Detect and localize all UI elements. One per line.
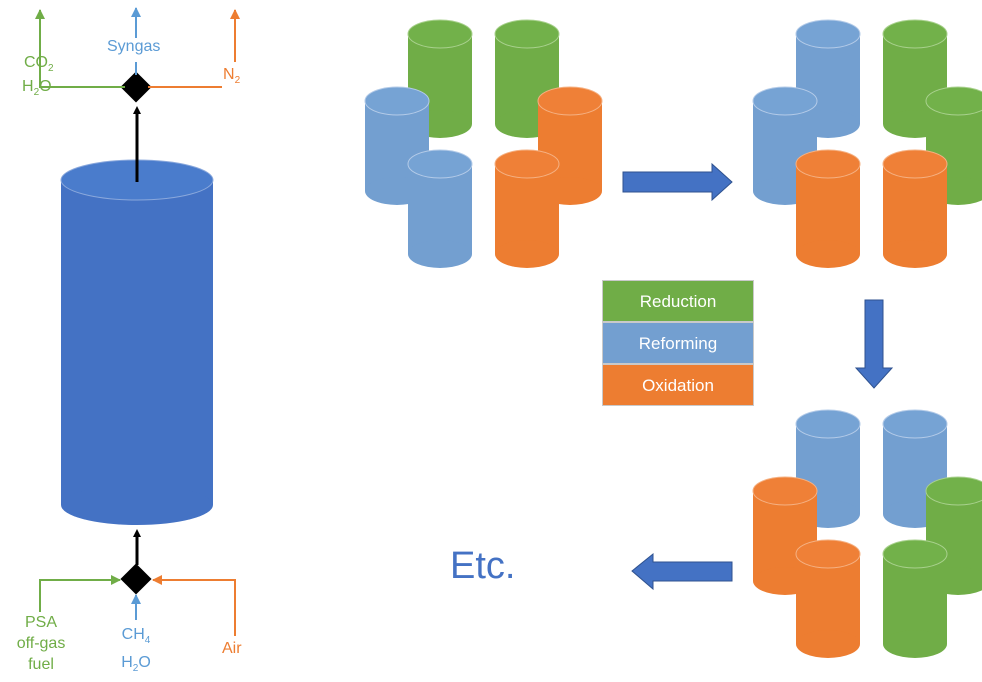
cylinder-orange xyxy=(795,539,861,658)
cylinder-orange xyxy=(494,149,560,268)
ch4-h2o-label: CH4 H2O xyxy=(106,626,166,678)
psa-label-line1: PSA xyxy=(24,614,57,631)
legend: Reduction Reforming Oxidation xyxy=(602,280,754,406)
psa-label-line2: off-gas xyxy=(16,635,66,652)
syngas-label: Syngas xyxy=(107,38,161,55)
main-reactor-cylinder xyxy=(60,159,214,525)
reactor-states xyxy=(364,19,982,658)
cylinder-blue xyxy=(407,149,473,268)
reactor-group-3 xyxy=(752,409,982,658)
co2-h2o-outlet-line xyxy=(35,9,62,88)
psa-label-line3: fuel xyxy=(28,656,54,673)
psa-label: PSA off-gas fuel xyxy=(6,614,76,674)
etc-label: Etc. xyxy=(450,545,516,587)
arrow-left xyxy=(631,552,733,591)
co2-label: CO2 xyxy=(24,54,54,75)
legend-oxidation: Oxidation xyxy=(602,364,754,406)
bottom-valve-diamond xyxy=(120,563,152,595)
legend-reforming: Reforming xyxy=(602,322,754,364)
reactor-group-1 xyxy=(364,19,603,268)
legend-reduction: Reduction xyxy=(602,280,754,322)
air-inlet-line xyxy=(152,575,236,636)
air-label: Air xyxy=(222,640,242,657)
cylinder-orange xyxy=(882,149,948,268)
ch4-label: CH4 xyxy=(121,626,151,647)
n2-label: N2 xyxy=(223,66,241,87)
cylinder-green xyxy=(882,539,948,658)
psa-inlet-line xyxy=(39,575,121,612)
top-valve-diamond xyxy=(120,71,152,103)
h2o-bottom-label: H2O xyxy=(121,654,151,675)
cylinder-orange xyxy=(795,149,861,268)
arrow-down xyxy=(854,299,894,389)
h2o-top-label: H2O xyxy=(22,78,52,99)
reactor-group-2 xyxy=(752,19,982,268)
arrow-right xyxy=(622,162,733,202)
cylinder-blue xyxy=(752,86,818,205)
